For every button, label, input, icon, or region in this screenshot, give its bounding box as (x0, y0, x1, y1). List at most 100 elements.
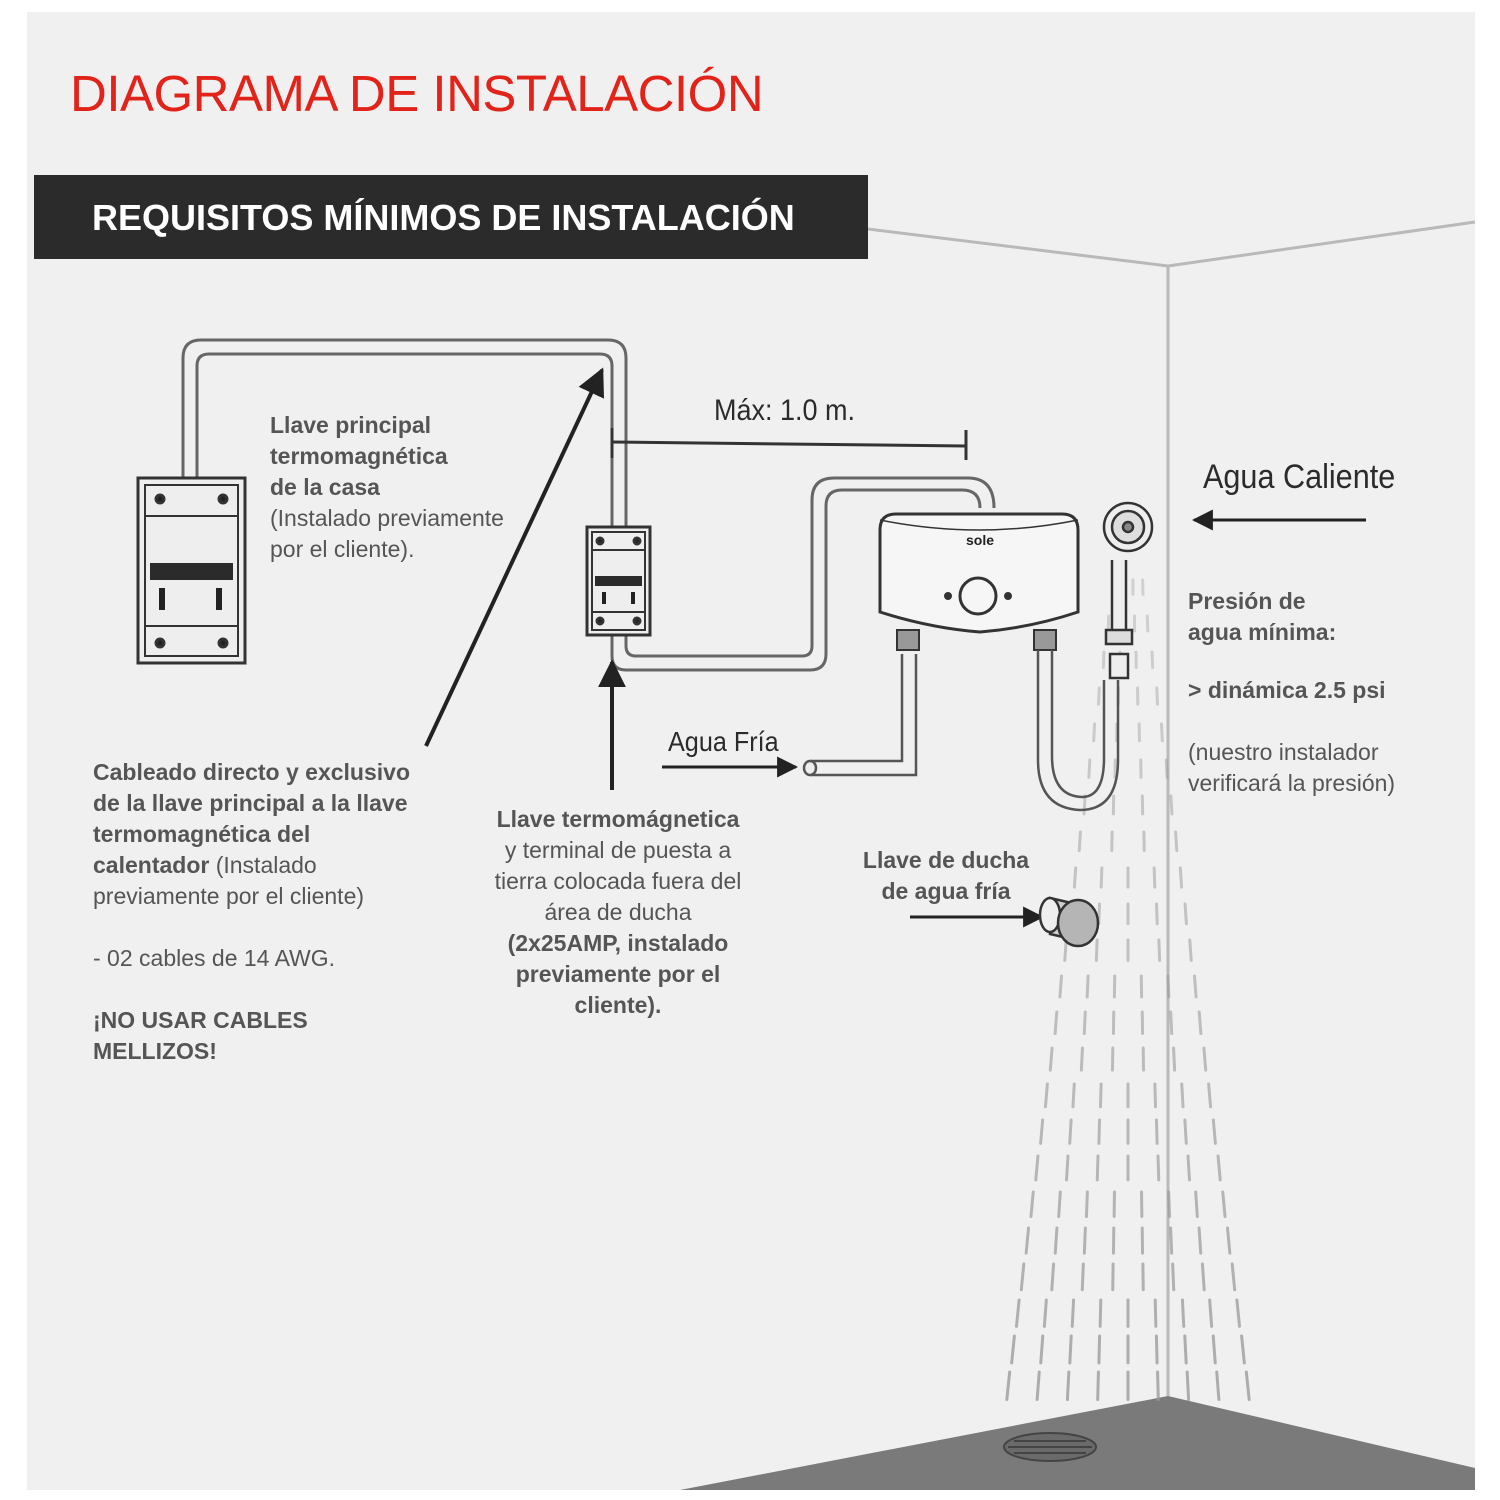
wiring-line4-bold: calentador (93, 852, 210, 878)
heater-breaker-label: Llave termomágnetica y terminal de puest… (458, 804, 778, 1021)
spray-dash (1240, 1334, 1246, 1365)
spray-dash (1171, 1262, 1176, 1292)
spray-dash (1211, 1334, 1217, 1365)
requirements-banner: REQUISITOS MÍNIMOS DE INSTALACIÓN (34, 175, 868, 259)
spray-dash (1065, 1370, 1071, 1402)
heater-breaker-line2: y terminal de puesta a (504, 837, 732, 863)
spray-dash (1101, 650, 1106, 670)
spray-dash (1207, 1082, 1213, 1109)
cold-water-pipe (802, 654, 918, 777)
spray-dash (1042, 1298, 1048, 1328)
wiring-label: Cableado directo y exclusivo de la llave… (93, 757, 410, 1067)
wiring-warning2: MELLIZOS! (93, 1038, 217, 1064)
spray-dash (1192, 974, 1198, 999)
spray-dash (1065, 1154, 1070, 1182)
distance-dimension (610, 428, 968, 460)
spray-dash (1024, 1226, 1031, 1255)
spray-dash (1079, 1046, 1084, 1072)
spray-dash (1159, 722, 1164, 743)
pressure-note1: (nuestro instalador (1188, 739, 1379, 765)
main-breaker-icon (136, 476, 247, 665)
main-breaker-line4: (Instalado previamente (270, 505, 504, 531)
spray-dash (1063, 938, 1068, 962)
shower-head-icon (1102, 501, 1154, 680)
main-breaker-line1: Llave principal (270, 412, 432, 438)
spray-dash (1082, 1010, 1087, 1036)
pointer-arrows (424, 367, 1366, 928)
spray-dash (1183, 1118, 1188, 1145)
main-breaker-line2: termomagnética (270, 443, 448, 469)
wiring-line2: de la llave principal a la llave (93, 790, 408, 816)
spray-dash (1097, 1334, 1102, 1365)
spray-dash (1150, 650, 1155, 670)
spray-dash (1084, 1190, 1089, 1219)
spray-dash (1098, 1082, 1103, 1109)
spray-dash (1152, 866, 1157, 889)
spray-dash (1034, 1154, 1040, 1182)
spray-dash (1211, 1118, 1217, 1145)
cold-valve-label: Llave de ducha de agua fría (846, 845, 1046, 907)
spray-dash (1166, 974, 1171, 999)
spray-dash (1200, 1262, 1206, 1292)
spray-dash (1185, 1370, 1191, 1402)
cold-valve-icon (1038, 896, 1100, 948)
spray-dash (1029, 1190, 1035, 1219)
spray-dash (1167, 1190, 1172, 1219)
spray-dash (1169, 1226, 1174, 1255)
spray-dash (1099, 866, 1104, 889)
spray-dash (1172, 1046, 1177, 1072)
wiring-line4-rest: (Instalado (209, 852, 317, 878)
spray-dash (1153, 1082, 1158, 1109)
spray-dash (1080, 1262, 1085, 1292)
spray-dash (1154, 1118, 1159, 1145)
spray-dash (1053, 1010, 1059, 1036)
spray-dash (1072, 866, 1078, 889)
spray-dash (1053, 1226, 1059, 1255)
spray-dash (1068, 1334, 1073, 1365)
spray-dash (1077, 830, 1082, 853)
spray-dash (1183, 1334, 1188, 1365)
spray-dash (1070, 1298, 1076, 1328)
wiring-line1: Cableado directo y exclusivo (93, 759, 411, 785)
pressure-value: > dinámica 2.5 psi (1188, 677, 1386, 703)
spray-dash (1094, 938, 1099, 962)
spray-dash (1221, 1190, 1227, 1219)
page-title: DIAGRAMA DE INSTALACIÓN (70, 65, 764, 122)
spray-dash (1154, 1334, 1159, 1365)
cold-valve-line1: Llave de ducha (862, 847, 1030, 873)
spray-dash (1068, 1118, 1073, 1145)
spray-dash (1039, 1118, 1045, 1145)
heater-breaker-icon (585, 525, 652, 637)
wiring-line4: calentador (Instalado (93, 850, 410, 881)
spray-dash (1194, 1190, 1199, 1219)
spray-dash (1180, 1298, 1186, 1328)
spray-dash (1235, 1298, 1242, 1328)
spray-dash (1169, 794, 1174, 816)
spray-dash (1156, 1370, 1160, 1402)
pressure-note2: verificará la presión) (1188, 770, 1396, 796)
spray-dash (1057, 1190, 1062, 1219)
spray-dash (1180, 1082, 1185, 1109)
spray-dash (1244, 1370, 1251, 1402)
heater-breaker-line3: tierra colocada fuera del (494, 868, 742, 894)
spray-dash (1186, 1154, 1191, 1182)
heater-breaker-line5: (2x25AMP, instalado (507, 930, 729, 956)
wiring-warning1: ¡NO USAR CABLES (93, 1007, 308, 1033)
wiring-line3: termomagnética del (93, 821, 311, 847)
spray-dash (1215, 1370, 1221, 1402)
pressure-label: Presión de agua mínima: > dinámica 2.5 p… (1188, 586, 1395, 799)
spray-dash (1087, 758, 1092, 779)
spray-dash (1095, 1154, 1100, 1182)
spray-dash (1039, 1334, 1045, 1365)
spray-dash (1058, 974, 1064, 999)
spray-dash (1155, 686, 1159, 706)
wiring-cables: - 02 cables de 14 AWG. (93, 945, 336, 971)
wiring-conduit (181, 338, 628, 528)
pressure-line1: Presión de (1188, 588, 1306, 614)
spray-dash (1092, 722, 1097, 743)
spray-dash (1178, 866, 1184, 889)
spray-dash (1164, 758, 1169, 779)
wiring-line5: previamente por el cliente) (93, 883, 365, 909)
heater-breaker-line6: previamente por el (515, 961, 721, 987)
